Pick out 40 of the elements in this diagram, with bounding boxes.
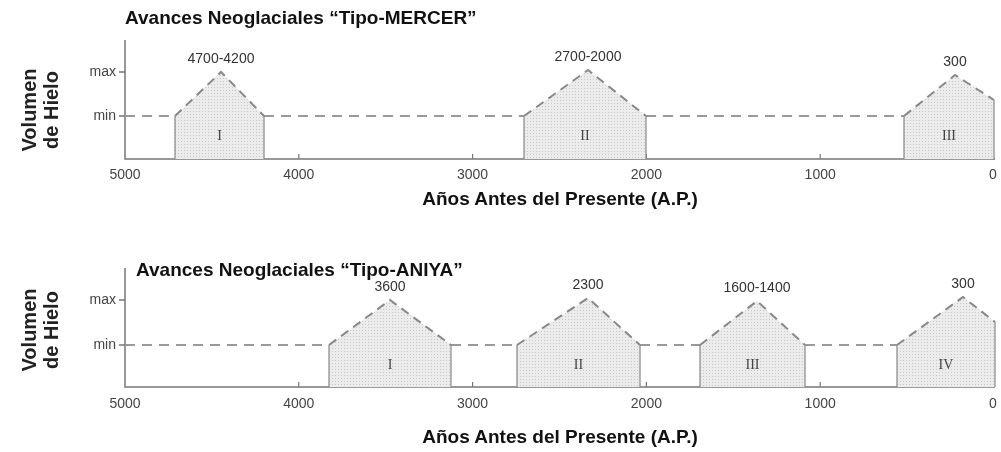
advance-number: IV <box>937 357 955 373</box>
date-label: 300 <box>943 53 967 69</box>
tick-label: 4000 <box>283 167 315 183</box>
tick-label: 1000 <box>804 396 836 412</box>
x-axis-title: Años Antes del Presente (A.P.) <box>422 188 698 210</box>
tick-label: 0 <box>989 396 997 412</box>
date-label: 2300 <box>572 276 604 292</box>
tick-label: 2000 <box>630 167 662 183</box>
x-axis-title: Años Antes del Presente (A.P.) <box>422 426 698 448</box>
tick-label: max <box>89 292 116 308</box>
ice-volume-line <box>804 344 898 346</box>
date-label: 2700-2000 <box>554 48 622 64</box>
date-label: 4700-4200 <box>187 50 255 66</box>
date-label: 1600-1400 <box>723 279 791 295</box>
advance-number: III <box>744 357 761 373</box>
tick-label: 3000 <box>457 167 489 183</box>
advance-number: I <box>386 357 394 373</box>
ice-volume-line <box>645 115 905 117</box>
date-label: 300 <box>951 275 975 291</box>
advance-number: III <box>941 128 957 144</box>
tick-label: 4000 <box>283 396 315 412</box>
tick-label: 5000 <box>109 167 141 183</box>
advance-number: II <box>579 128 591 144</box>
advance-number: I <box>216 128 223 144</box>
y-axis-title: Volumen de Hielo <box>18 287 62 374</box>
chart-title: Avances Neoglaciales “Tipo-MERCER” <box>125 7 477 29</box>
tick-label: min <box>93 337 116 353</box>
date-label: 3600 <box>374 278 406 294</box>
advance-number: II <box>572 357 585 373</box>
tick-label: 1000 <box>804 167 836 183</box>
tick-label: 0 <box>989 167 997 183</box>
tick-label: 5000 <box>109 396 141 412</box>
tick-label: 2000 <box>630 396 662 412</box>
tick-label: max <box>89 64 116 80</box>
tick-label: min <box>93 108 116 124</box>
tick-label: 3000 <box>457 396 489 412</box>
ice-volume-line <box>639 344 701 346</box>
chart-title: Avances Neoglaciales “Tipo-ANIYA” <box>136 259 463 281</box>
y-axis-title: Volumen de Hielo <box>18 67 62 154</box>
ice-volume-line <box>263 115 525 117</box>
